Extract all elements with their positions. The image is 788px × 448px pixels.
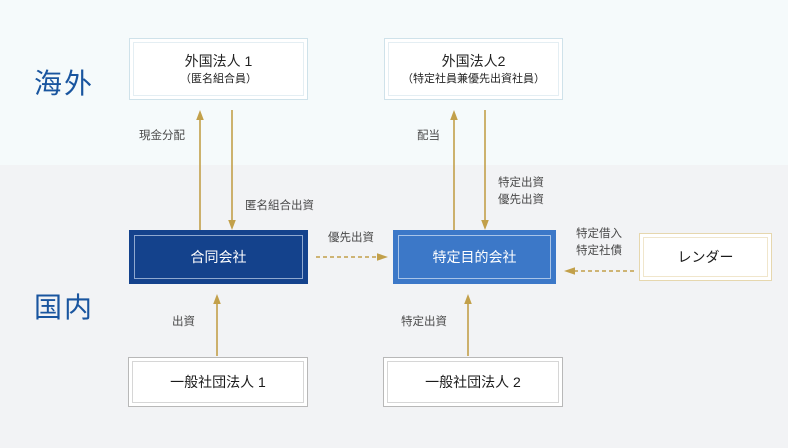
arrow-cash-distribution	[193, 110, 207, 230]
node-ippan-shadan-hojin-1-title: 一般社団法人 1	[170, 373, 266, 390]
node-godo-kaisha-title: 合同会社	[190, 248, 247, 265]
arrow-contribution-1	[210, 294, 224, 356]
region-label-overseas: 海外	[34, 69, 95, 100]
node-ippan-shadan-hojin-2-inner: 一般社団法人 2	[387, 361, 559, 403]
node-tokutei-mokuteki-kaisha-title: 特定目的会社	[432, 248, 517, 265]
node-foreign-corp-2-subtitle: （特定社員兼優先出資社員）	[402, 72, 545, 85]
caption-specified-borrowing-line1: 特定借入	[576, 228, 622, 240]
caption-preferred-investment: 優先出資	[328, 232, 374, 244]
node-ippan-shadan-hojin-2[interactable]: 一般社団法人 2	[383, 357, 563, 407]
caption-tk-investment: 匿名組合出資	[245, 200, 314, 212]
caption-dividend: 配当	[417, 130, 440, 142]
node-foreign-corp-2-inner: 外国法人2 （特定社員兼優先出資社員）	[388, 42, 559, 96]
node-foreign-corp-2-title: 外国法人2	[441, 52, 506, 69]
node-ippan-shadan-hojin-2-title: 一般社団法人 2	[425, 373, 521, 390]
caption-contribution-1: 出資	[172, 316, 195, 328]
node-foreign-corp-1[interactable]: 外国法人 1 （匿名組合員）	[129, 38, 308, 100]
node-foreign-corp-1-inner: 外国法人 1 （匿名組合員）	[133, 42, 304, 96]
caption-specified-bonds-line2: 特定社債	[576, 244, 622, 257]
arrow-preferred-investment	[316, 250, 388, 264]
arrow-tk-investment	[225, 110, 239, 230]
node-lender-inner: レンダー	[643, 237, 768, 277]
node-foreign-corp-1-title: 外国法人 1	[184, 52, 253, 69]
node-ippan-shadan-hojin-1[interactable]: 一般社団法人 1	[128, 357, 308, 407]
arrow-dividend	[447, 110, 461, 230]
arrow-specified-borrowing-bonds	[564, 264, 634, 278]
node-godo-kaisha[interactable]: 合同会社	[129, 230, 308, 284]
arrow-contribution-2	[461, 294, 475, 356]
caption-cash-distribution: 現金分配	[139, 130, 185, 142]
node-lender[interactable]: レンダー	[639, 233, 772, 281]
region-label-domestic: 国内	[34, 293, 95, 324]
caption-specified-investment-line1: 特定出資	[498, 177, 544, 189]
node-tokutei-mokuteki-kaisha[interactable]: 特定目的会社	[393, 230, 556, 284]
node-ippan-shadan-hojin-1-inner: 一般社団法人 1	[132, 361, 304, 403]
arrow-specified-preferred-investment	[478, 110, 492, 230]
caption-specified-borrowing-bonds: 特定借入 特定社債	[563, 226, 635, 259]
node-godo-kaisha-inner: 合同会社	[134, 235, 303, 279]
caption-specified-preferred-investment: 特定出資 優先出資	[498, 175, 544, 208]
caption-preferred-investment-line2: 優先出資	[498, 193, 544, 206]
node-foreign-corp-2[interactable]: 外国法人2 （特定社員兼優先出資社員）	[384, 38, 563, 100]
node-tokutei-mokuteki-kaisha-inner: 特定目的会社	[398, 235, 551, 279]
caption-contribution-2: 特定出資	[401, 316, 447, 328]
node-lender-title: レンダー	[677, 248, 734, 265]
node-foreign-corp-1-subtitle: （匿名組合員）	[180, 72, 257, 85]
